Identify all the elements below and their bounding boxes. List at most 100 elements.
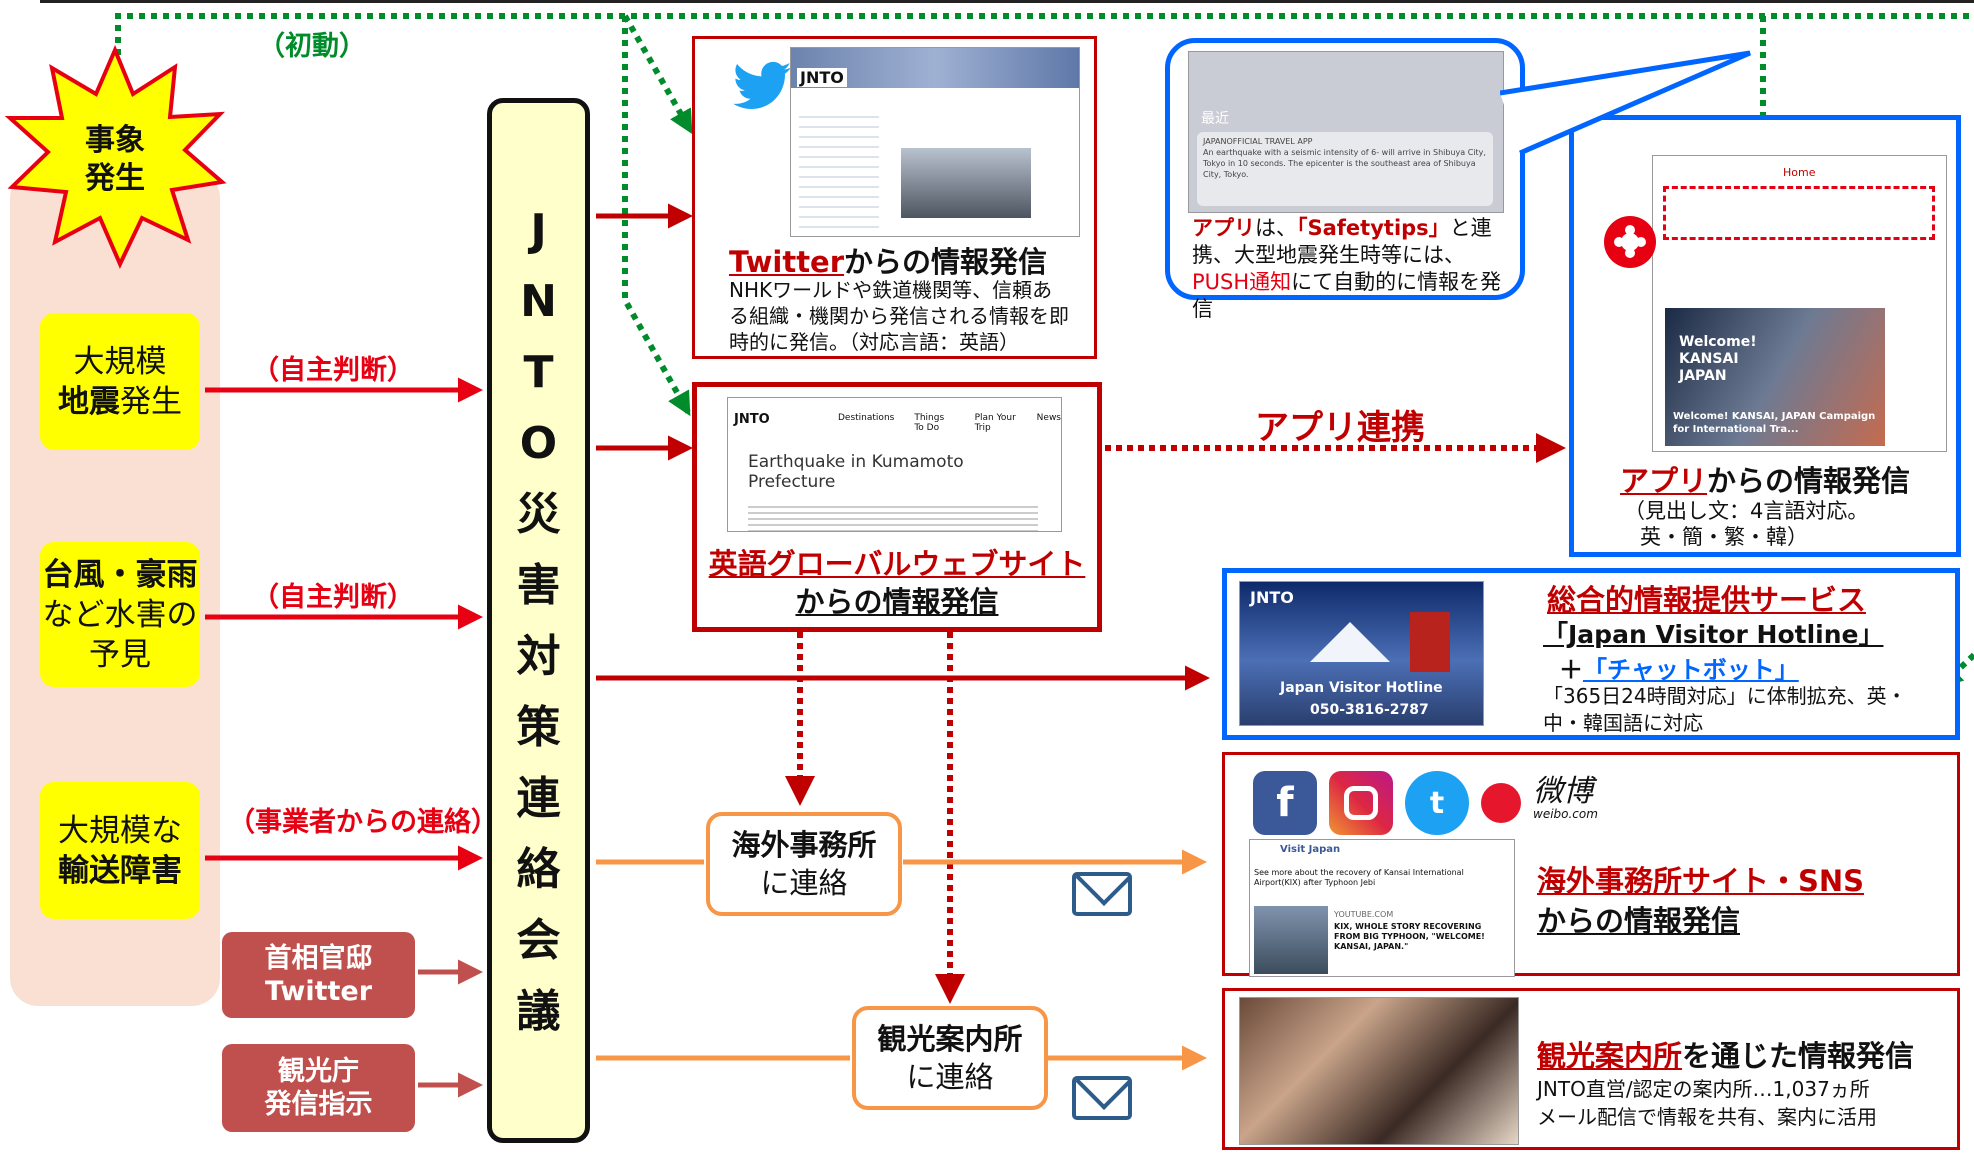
push-bubble-tail xyxy=(1500,50,1751,156)
hotline-card: JNTO Japan Visitor Hotline 050-3816-2787… xyxy=(1222,568,1960,740)
hub-char: N xyxy=(520,275,557,327)
hotline-line3: 「チャットボット」 xyxy=(1583,656,1799,684)
info-title-a: 観光案内所 xyxy=(1537,1039,1683,1073)
website-title-a: 英語グローバルウェブサイト xyxy=(708,547,1086,581)
app-title-a: アプリ xyxy=(1619,464,1707,498)
event-earthquake: 大規模 地震発生 xyxy=(40,313,200,450)
info-center-card: 観光案内所を通じた情報発信 JNTO直営/認定の案内所…1,037ヵ所 メール配… xyxy=(1222,988,1960,1150)
push-f: にて自動的に情報を発信 xyxy=(1192,270,1502,321)
event-transport: 大規模な 輸送障害 xyxy=(40,782,200,919)
trigger-line2: 発生 xyxy=(85,161,145,196)
sns-title1: 海外事務所サイト・SNS xyxy=(1537,864,1865,898)
event-flood-line3: 予見 xyxy=(89,636,151,673)
weibo-label: 微博 xyxy=(1533,774,1593,809)
push-screenshot: 最近 JAPANOFFICIAL TRAVEL APP An earthquak… xyxy=(1188,51,1504,213)
hotline-desc: 「365日24時間対応」に体制拡充、英・中・韓国語に対応 xyxy=(1543,684,1907,735)
twitter-desc: NHKワールドや鉄道機関等、信頼ある組織・機関から発信される情報を即時的に発信。… xyxy=(729,278,1069,354)
instagram-icon xyxy=(1329,771,1393,835)
sns-shot-source: YOUTUBE.COM xyxy=(1334,910,1394,919)
push-a: アプリ xyxy=(1192,216,1255,240)
twitter-title-b: からの情報発信 xyxy=(844,245,1048,279)
hotline-shot-phone: 050-3816-2787 xyxy=(1310,702,1429,718)
directive-kantei-twitter: 首相官邸 Twitter xyxy=(222,932,415,1018)
push-bubble: 最近 JAPANOFFICIAL TRAVEL APP An earthquak… xyxy=(1165,38,1525,321)
hub-char: O xyxy=(519,417,558,469)
green-top-line xyxy=(115,13,1974,55)
overseas-office-box: 海外事務所 に連絡 xyxy=(706,812,902,916)
sns-icons: f t 微博 weibo.com xyxy=(1253,771,1598,835)
app-link-label: アプリ連携 xyxy=(1255,408,1425,448)
directive-jta-line1: 観光庁 xyxy=(278,1056,359,1087)
push-shot-section: 最近 xyxy=(1201,111,1229,127)
facebook-icon: f xyxy=(1253,771,1317,835)
website-title-b: からの情報発信 xyxy=(795,585,999,619)
info-line1: JNTO直営/認定の案内所…1,037ヵ所 xyxy=(1537,1077,1870,1101)
push-c: 「Safetytips」 xyxy=(1297,216,1450,240)
weibo-url: weibo.com xyxy=(1533,807,1598,821)
push-d: と連携、大型地震発生時等には、 xyxy=(1192,216,1492,267)
hub-char: 議 xyxy=(516,985,561,1037)
starburst-icon xyxy=(4,44,227,269)
sns-shot-text: See more about the recovery of Kansai In… xyxy=(1254,868,1464,887)
info-center-photo xyxy=(1239,997,1519,1145)
tic-bold: 観光案内所 xyxy=(877,1022,1023,1056)
app-shot-banner1: Welcome! xyxy=(1679,334,1757,350)
push-e: PUSH通知 xyxy=(1192,270,1292,294)
sns-shot-account: Visit Japan xyxy=(1280,844,1341,855)
info-line2: メール配信で情報を共有、案内に活用 xyxy=(1537,1105,1877,1129)
event-transport-bold: 輸送障害 xyxy=(58,852,182,889)
hub-char: 連 xyxy=(516,772,561,824)
app-shot-banner2: KANSAI xyxy=(1679,351,1739,367)
hotline-shot-name: Japan Visitor Hotline xyxy=(1280,680,1443,696)
hub-char: J xyxy=(530,204,547,256)
hub-char: 策 xyxy=(516,701,561,753)
event-flood-line2: など水害の xyxy=(42,596,198,633)
tic-rest: に連絡 xyxy=(906,1060,994,1094)
twitter-card: JNTO Twitterからの情報発信 NHKワールドや鉄道機関等、信頼ある組織… xyxy=(692,36,1097,359)
twitter-bird-icon xyxy=(733,61,791,119)
incident-trigger: 事象 発生 xyxy=(0,42,230,272)
initial-response-label: （初動） xyxy=(258,31,366,62)
app-shot-caption: Welcome! KANSAI, JAPAN Campaign for Inte… xyxy=(1673,411,1876,435)
label-self-judgment-2: （自主判断） xyxy=(252,582,414,613)
directive-kantei-line2: Twitter xyxy=(264,976,373,1007)
label-operator-contact: （事業者からの連絡） xyxy=(228,807,498,838)
mail-icon xyxy=(1072,872,1132,916)
sns-card: f t 微博 weibo.com Visit Japan See more ab… xyxy=(1222,752,1960,977)
event-transport-line1: 大規模な xyxy=(58,812,182,849)
app-shot-home: Home xyxy=(1783,166,1816,179)
weibo-icon xyxy=(1481,783,1521,823)
hotline-plus: ＋ xyxy=(1559,656,1583,684)
website-nav-item: Destinations xyxy=(838,413,895,423)
app-title-b: からの情報発信 xyxy=(1707,464,1911,498)
hotline-title: 総合的情報提供サービス xyxy=(1547,583,1867,617)
website-nav-item: News xyxy=(1036,413,1061,423)
directive-jta: 観光庁 発信指示 xyxy=(222,1044,415,1132)
green-to-twitter xyxy=(622,14,693,135)
hub-char: 対 xyxy=(516,630,561,682)
push-shot-app: JAPANOFFICIAL TRAVEL APP xyxy=(1203,137,1313,146)
app-desc2: 英・簡・繁・韓） xyxy=(1640,525,1808,549)
event-flood-bold: 台風・豪雨 xyxy=(42,556,198,593)
website-nav-item: Things To Do xyxy=(914,413,945,433)
trigger-line1: 事象 xyxy=(85,123,145,158)
push-shot-msg: An earthquake with a seismic intensity o… xyxy=(1203,148,1486,179)
app-shot-banner3: JAPAN xyxy=(1679,368,1727,384)
hub-char: 会 xyxy=(516,914,561,966)
app-screenshot: Home Welcome! KANSAI JAPAN Welcome! KANS… xyxy=(1652,155,1947,452)
twitter-icon: t xyxy=(1405,771,1469,835)
hub-char: 災 xyxy=(516,488,561,540)
event-earthquake-bold: 地震 xyxy=(58,383,120,420)
info-title-b: を通じた情報発信 xyxy=(1682,1039,1915,1073)
app-logo-icon xyxy=(1604,216,1656,268)
label-self-judgment-1: （自主判断） xyxy=(252,355,414,386)
event-earthquake-line1: 大規模 xyxy=(73,343,167,380)
sns-screenshot: Visit Japan See more about the recovery … xyxy=(1249,839,1515,977)
hub-char: 害 xyxy=(516,559,561,611)
overseas-bold: 海外事務所 xyxy=(731,828,877,862)
